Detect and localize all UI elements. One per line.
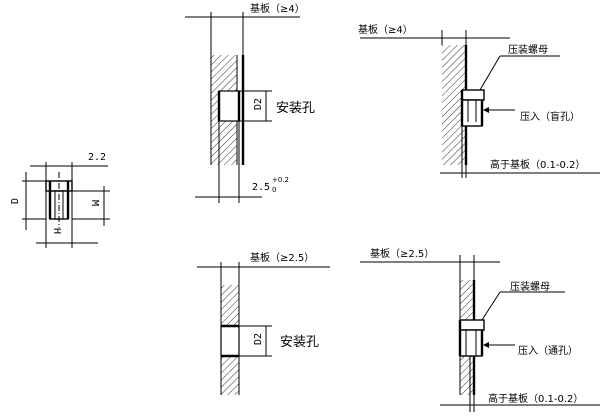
height-label-tr: 高于基板（0.1-0.2） <box>490 158 585 171</box>
nut-label-br: 压装螺母 <box>510 280 550 293</box>
substrate-label-br: 基板（≥2.5） <box>370 247 434 260</box>
hole-dim-tm: D2 <box>253 98 264 110</box>
substrate-label-tr: 基板（≥4） <box>358 23 413 36</box>
view-bottom-right: 基板（≥2.5） 压装螺母 压入（通孔） 高于基板（0.1-0.2） <box>360 247 600 412</box>
hole-label-tm: 安装孔 <box>276 101 315 116</box>
substrate-label-bm: 基板（≥2.5） <box>250 251 314 264</box>
press-nut-body-tr <box>461 99 483 127</box>
view-bottom-middle: 基板（≥2.5） D2 安装孔 <box>197 251 330 395</box>
depth-tol-tm: +0.2 <box>272 176 289 184</box>
substrate-label-tm: 基板（≥4） <box>250 2 305 15</box>
depth-tol-low-tm: 0 <box>272 186 276 194</box>
hole-dim-bm: D2 <box>253 333 264 345</box>
press-nut-head-tr <box>461 89 485 101</box>
height-label-br: 高于基板（0.1-0.2） <box>488 392 583 405</box>
mounting-hole-bm <box>220 325 240 357</box>
view-top-right: 基板（≥4） 压装螺母 压入（盲孔） 高于基板（0.1-0.2） <box>358 23 600 178</box>
press-nut-head-br <box>459 319 485 331</box>
dim-right-label: M <box>89 200 100 206</box>
nut-detail: 2.2 D M H <box>10 152 110 248</box>
dim-bottom-label: H <box>51 228 62 234</box>
dim-top-label: 2.2 <box>88 152 106 163</box>
hole-label-bm: 安装孔 <box>280 335 319 350</box>
nut-label-tr: 压装螺母 <box>508 43 548 56</box>
view-top-middle: 基板（≥4） D2 安装孔 2.5 +0.2 0 <box>185 2 315 203</box>
press-label-tr: 压入（盲孔） <box>520 110 580 123</box>
press-label-br: 压入（通孔） <box>518 345 578 357</box>
depth-dim-tm: 2.5 <box>252 182 270 193</box>
mounting-hole <box>218 90 240 122</box>
press-nut-body-br <box>459 329 483 357</box>
dim-left-label: D <box>10 198 21 204</box>
